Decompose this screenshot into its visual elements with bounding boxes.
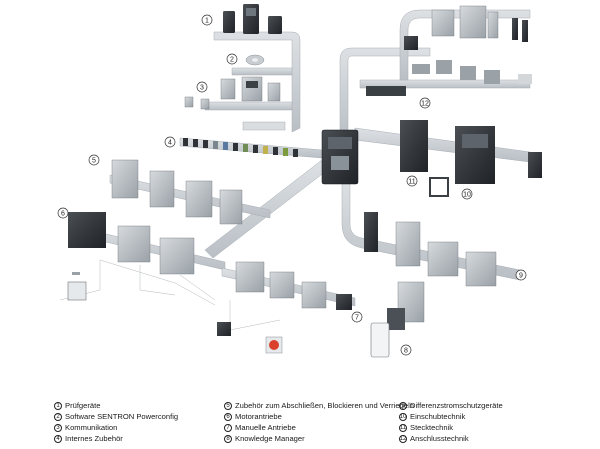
device-group-1-test-devices — [223, 4, 282, 34]
legend-number: 11 — [399, 423, 407, 432]
svg-text:2: 2 — [230, 57, 234, 64]
rail-shelf-2 — [231, 67, 293, 76]
callout-5: 5 — [88, 154, 100, 166]
callout-12: 12 — [419, 97, 431, 109]
legend-number: 8 — [224, 434, 232, 443]
legend-number: 9 — [399, 401, 407, 410]
legend-label: Anschlusstechnik — [410, 434, 469, 443]
legend-label: Knowledge Manager — [235, 434, 305, 443]
device-group-4-internal-accessories — [183, 138, 298, 157]
rail-to-top-right — [339, 47, 431, 141]
callout-markers: 1 2 3 4 5 6 7 8 9 10 11 12 — [57, 14, 527, 356]
callout-10: 10 — [461, 188, 473, 200]
legend-number: 10 — [399, 412, 407, 421]
callout-2: 2 — [226, 53, 238, 65]
device-group-8-knowledge-manager — [370, 281, 425, 358]
legend-item-3: 3 Kommunikation — [54, 422, 117, 433]
legend-number: 1 — [54, 401, 62, 410]
svg-text:7: 7 — [355, 315, 359, 322]
device-group-5-locking — [111, 159, 243, 225]
svg-text:9: 9 — [519, 273, 523, 280]
rail-to-4 — [179, 137, 323, 159]
rail-shelf-3 — [204, 101, 293, 111]
legend-item-10: 10 Einschubtechnik — [399, 411, 465, 422]
legend-label: Einschubtechnik — [410, 412, 466, 421]
legend-item-8: 8 Knowledge Manager — [224, 433, 305, 444]
svg-text:4: 4 — [168, 140, 172, 147]
svg-text:1: 1 — [205, 18, 209, 25]
legend-item-5: 5 Zubehör zum Abschließen, Blockieren un… — [224, 400, 414, 411]
legend-label: Software SENTRON Powerconfig — [65, 412, 179, 421]
legend-number: 3 — [54, 423, 62, 432]
svg-text:6: 6 — [61, 211, 65, 218]
legend-item-9: 9 Differenzstromschutzgeräte — [399, 400, 503, 411]
callout-9: 9 — [515, 269, 527, 281]
rail-to-10-11 — [354, 127, 531, 163]
legend-label: Prüfgeräte — [65, 401, 101, 410]
svg-text:11: 11 — [408, 179, 415, 186]
svg-text:12: 12 — [421, 101, 429, 108]
svg-text:3: 3 — [200, 85, 204, 92]
callout-11: 11 — [406, 175, 418, 187]
callout-8: 8 — [400, 344, 412, 356]
rail-top-branch — [399, 9, 531, 81]
svg-text:5: 5 — [92, 158, 96, 165]
device-group-12-terminals — [366, 60, 532, 96]
device-group-9-rcd — [364, 212, 497, 287]
legend-item-2: 2 Software SENTRON Powerconfig — [54, 411, 178, 422]
central-breaker — [321, 129, 359, 185]
legend-item-6: 6 Motorantriebe — [224, 411, 282, 422]
device-group-10-11-withdrawable-plugin — [400, 120, 542, 197]
callout-6: 6 — [57, 207, 69, 219]
device-group-6-motor-operators — [67, 212, 195, 301]
legend-label: Motorantriebe — [235, 412, 282, 421]
legend-number: 5 — [224, 401, 232, 410]
svg-text:10: 10 — [463, 192, 471, 199]
legend-label: Kommunikation — [65, 423, 118, 432]
legend-number: 6 — [224, 412, 232, 421]
callout-7: 7 — [351, 311, 363, 323]
legend-label: Manuelle Antriebe — [235, 423, 296, 432]
legend-item-1: 1 Prüfgeräte — [54, 400, 100, 411]
device-group-3-communication — [184, 76, 286, 131]
legend-label: Stecktechnik — [410, 423, 454, 432]
legend-item-11: 11 Stecktechnik — [399, 422, 453, 433]
legend-label: Differenzstromschutzgeräte — [410, 401, 503, 410]
callout-1: 1 — [201, 14, 213, 26]
device-group-2-software — [245, 54, 265, 66]
legend-item-12: 12 Anschlusstechnik — [399, 433, 469, 444]
callout-3: 3 — [196, 81, 208, 93]
legend-label: Zubehör zum Abschließen, Blockieren und … — [235, 401, 414, 410]
device-group-7-manual-operators — [217, 261, 352, 354]
legend-number: 7 — [224, 423, 232, 432]
rail-shelf-1 — [213, 31, 301, 133]
svg-text:8: 8 — [404, 348, 408, 355]
device-group-top-right — [404, 5, 528, 50]
legend-number: 12 — [399, 434, 407, 443]
legend-label: Internes Zubehör — [65, 434, 123, 443]
legend-item-7: 7 Manuelle Antriebe — [224, 422, 296, 433]
callout-4: 4 — [164, 136, 176, 148]
legend-number: 2 — [54, 412, 62, 421]
legend-item-4: 4 Internes Zubehör — [54, 433, 123, 444]
legend: 1 Prüfgeräte 2 Software SENTRON Powercon… — [54, 400, 574, 446]
legend-number: 4 — [54, 434, 62, 443]
